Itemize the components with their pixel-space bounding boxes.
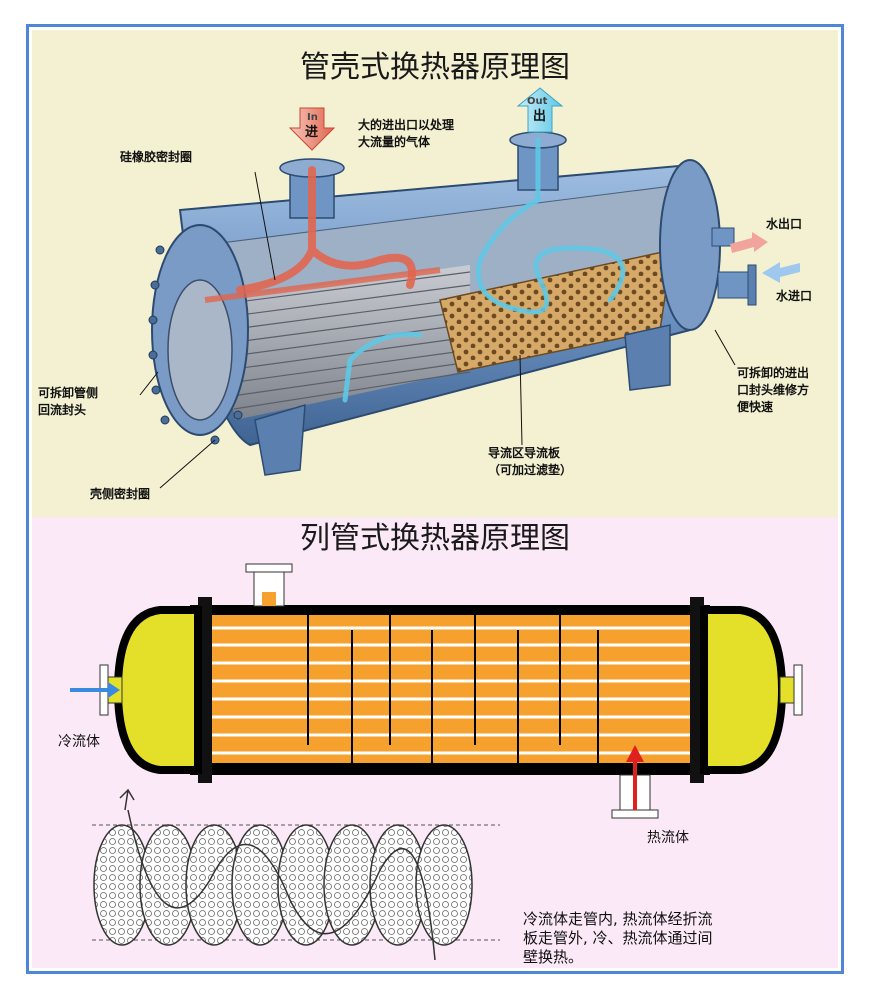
cold-fluid-label: 冷流体 (58, 734, 100, 750)
shell-seal-label: 壳侧密封圈 (90, 487, 151, 501)
right-head (700, 606, 787, 774)
right-saddle (624, 324, 671, 391)
description-text: 冷流体走管内, 热流体经折流 板走管外, 冷、热流体通过间 壁换热。 (523, 910, 713, 966)
baffles (307, 615, 599, 763)
cold-flow-path (342, 137, 626, 403)
water-inlet-label: 水进口 (776, 289, 813, 303)
tube-bank (210, 615, 690, 763)
tubes (210, 626, 690, 755)
in-label-cn: 进 (305, 125, 319, 140)
hot-flow-path (236, 166, 416, 294)
removable-tube-side-label: 可拆卸管侧 回流封头 (38, 386, 99, 417)
left-head (113, 606, 202, 774)
tube-bundle (214, 265, 471, 420)
hot-fluid-arrow (626, 745, 644, 810)
water-outlet-label: 水出口 (766, 217, 803, 231)
water-out-arrow (730, 232, 768, 253)
out-label-en: Out (527, 96, 548, 107)
end-bolts (148, 245, 243, 445)
water-in-arrow (762, 262, 800, 283)
removable-inlet-label: 可拆卸的进出 口封头维修方 便快速 (737, 366, 810, 414)
out-label-cn: 出 (533, 109, 547, 124)
cold-fluid-arrow (70, 682, 120, 698)
baffle-label: 导流区导流板 （可加过滤垫） (488, 446, 573, 477)
bottom-title: 列管式换热器原理图 (300, 521, 570, 556)
cold-outlet-nozzle (779, 676, 795, 704)
top-title: 管壳式换热器原理图 (300, 50, 570, 85)
large-inlet-label: 大的进出口以处理 大流量的气体 (358, 118, 455, 149)
in-label-en: In (307, 112, 318, 123)
hot-fluid-label: 热流体 (647, 830, 689, 846)
out-arrow (516, 87, 564, 133)
left-saddle (254, 403, 306, 476)
leader-lines (139, 171, 736, 489)
silicone-seal-label: 硅橡胶密封圈 (120, 150, 193, 164)
right-end-cap (659, 159, 721, 331)
baffle-plate-illustration (92, 788, 500, 961)
in-arrow (288, 107, 336, 151)
water-inlet-nozzle (717, 271, 753, 299)
water-outlet-nozzle (711, 227, 735, 247)
